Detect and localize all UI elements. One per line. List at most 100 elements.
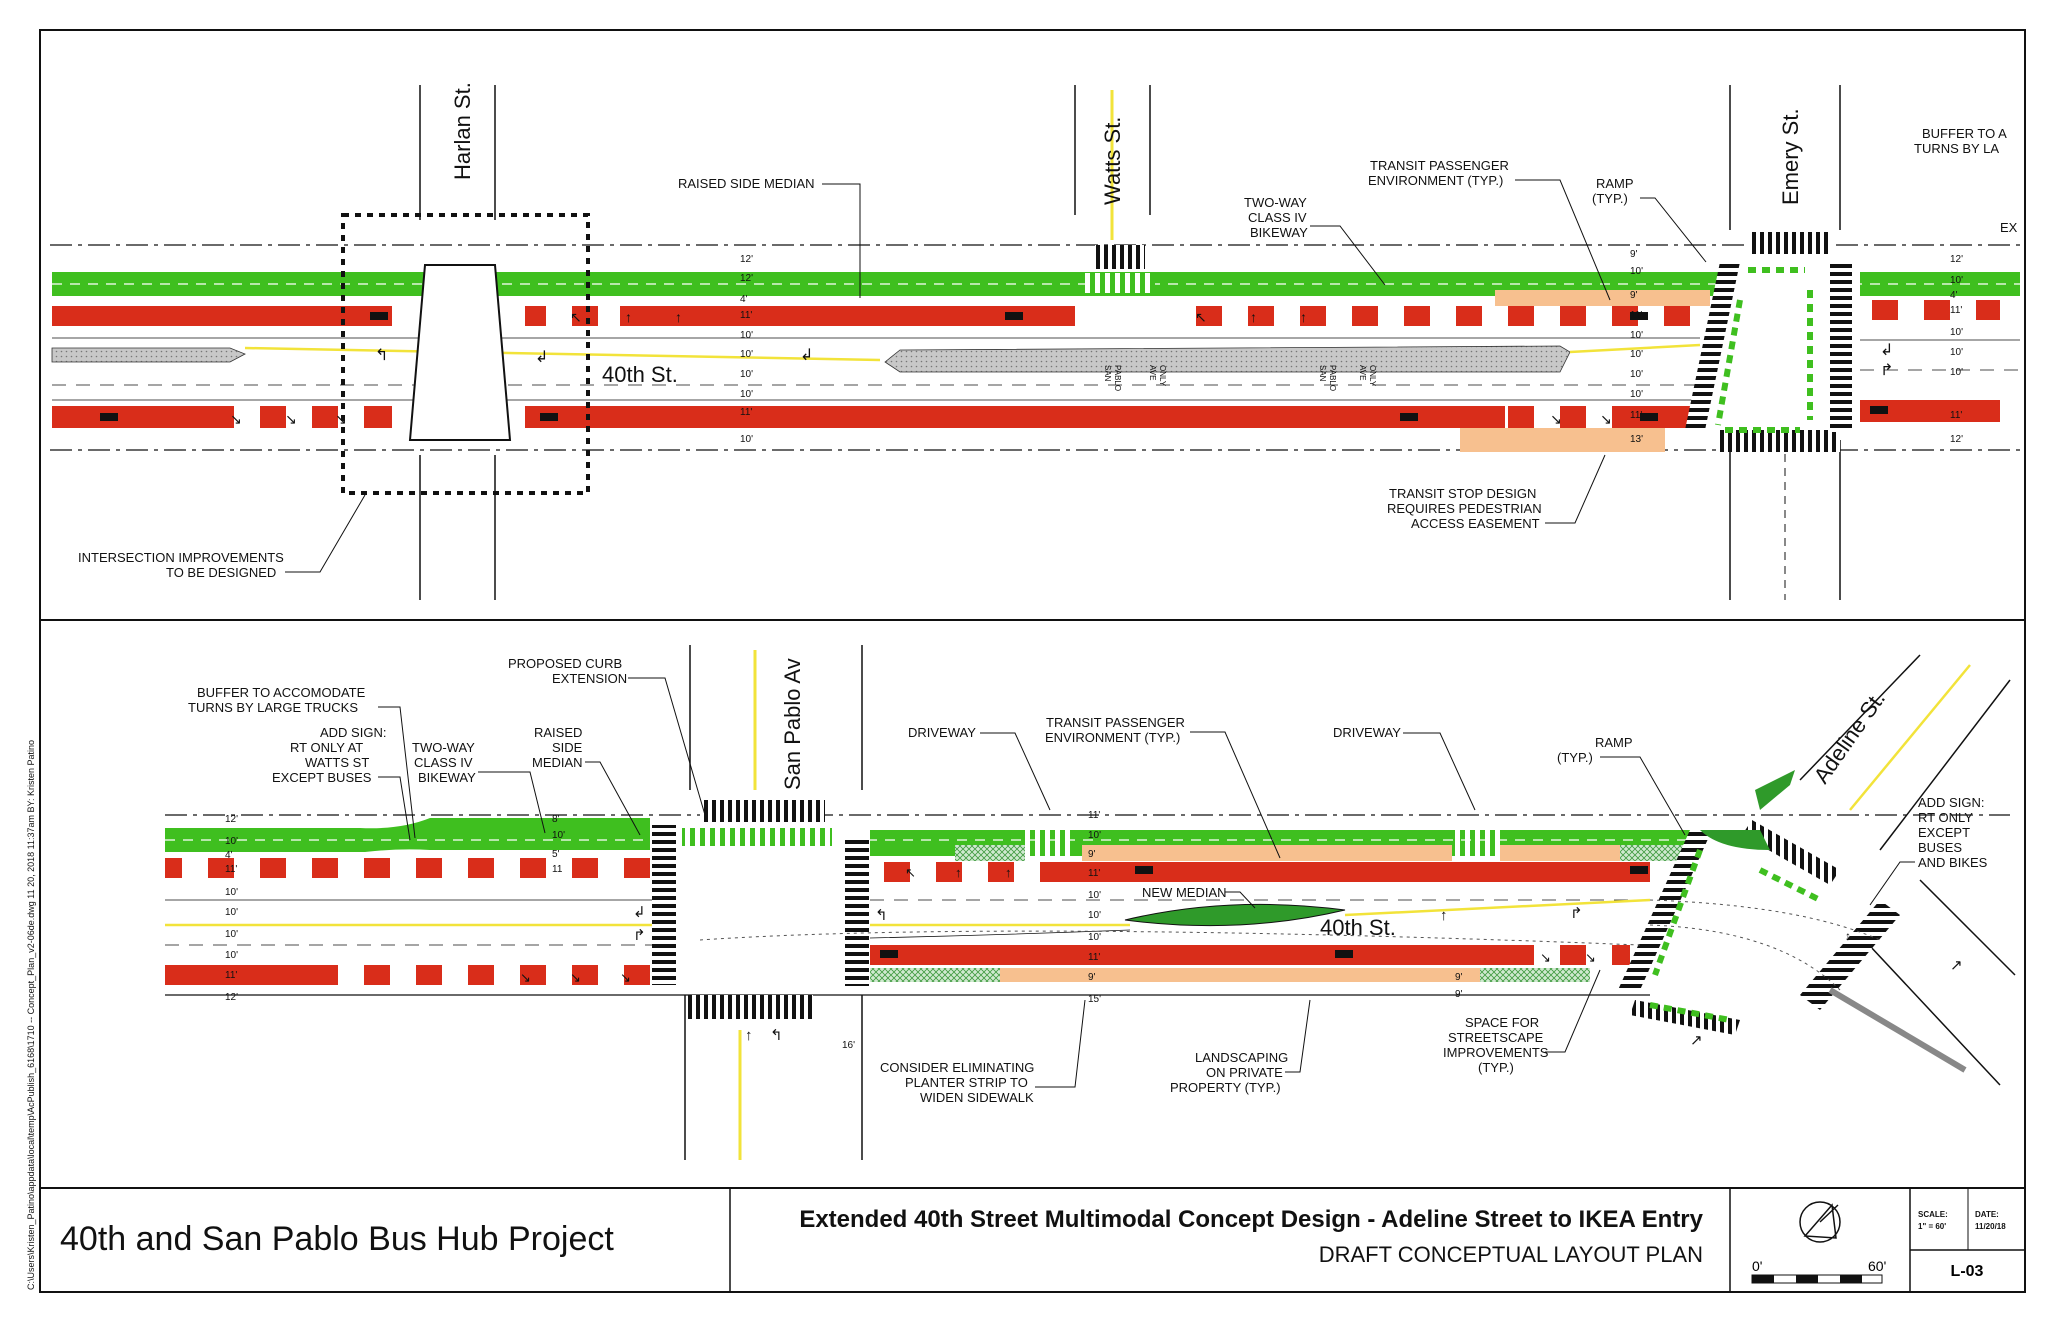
- svg-text:SAN: SAN: [1318, 365, 1327, 382]
- svg-text:↖: ↖: [905, 865, 916, 880]
- svg-text:12': 12': [740, 254, 753, 265]
- svg-text:↲: ↲: [633, 904, 646, 921]
- north-arrow-icon: [1799, 1201, 1841, 1243]
- svg-text:10': 10': [740, 434, 753, 445]
- svg-text:PLANTER STRIP TO: PLANTER STRIP TO: [905, 1075, 1028, 1090]
- callouts-top: RAISED SIDE MEDIAN TWO-WAY CLASS IV BIKE…: [78, 126, 2018, 580]
- crosswalk-sanpablo-east[interactable]: [845, 838, 869, 986]
- svg-text:12': 12': [1950, 434, 1963, 445]
- svg-text:EX: EX: [2000, 220, 2018, 235]
- bikeway-bottom-west: [165, 818, 650, 852]
- intersection-box: [341, 213, 590, 495]
- callouts-bottom: PROPOSED CURB EXTENSION BUFFER TO ACCOMO…: [188, 656, 1988, 1105]
- dims-top: 12' 12' 4' 11' 10' 10' 10' 10' 11' 10' 9…: [740, 249, 1963, 445]
- crosswalk-sanpablo-north[interactable]: [700, 800, 825, 822]
- svg-text:↘: ↘: [1540, 950, 1551, 965]
- svg-text:10': 10': [740, 330, 753, 341]
- svg-text:AVE: AVE: [1358, 365, 1367, 380]
- title-block: 40th and San Pablo Bus Hub Project Exten…: [60, 1188, 2025, 1292]
- svg-text:↲: ↲: [800, 347, 813, 364]
- crosswalk-adeline-east[interactable]: [1800, 900, 1900, 1010]
- svg-text:EXTENSION: EXTENSION: [552, 671, 627, 686]
- plan-subtitle: DRAFT CONCEPTUAL LAYOUT PLAN: [1319, 1242, 1703, 1267]
- svg-text:LANDSCAPING: LANDSCAPING: [1195, 1050, 1288, 1065]
- crosswalk-adeline-west[interactable]: [1618, 830, 1712, 990]
- svg-text:TRANSIT STOP DESIGN: TRANSIT STOP DESIGN: [1389, 486, 1536, 501]
- crosswalk-adeline-north[interactable]: [1742, 820, 1840, 885]
- svg-text:DRIVEWAY: DRIVEWAY: [1333, 725, 1401, 740]
- bus-lane-bottom-west-north: [165, 858, 655, 878]
- crosswalk-sanpablo-south[interactable]: [688, 995, 813, 1019]
- svg-text:RT ONLY: RT ONLY: [1918, 810, 1973, 825]
- svg-text:9': 9': [1630, 249, 1638, 260]
- svg-text:ACCESS EASEMENT: ACCESS EASEMENT: [1411, 516, 1540, 531]
- svg-text:BUFFER TO ACCOMODATE: BUFFER TO ACCOMODATE: [197, 685, 366, 700]
- bus-lane-top-1: [52, 306, 392, 326]
- svg-text:ONLY: ONLY: [1368, 365, 1377, 387]
- svg-text:ENVIRONMENT (TYP.): ENVIRONMENT (TYP.): [1045, 730, 1180, 745]
- bus-lane-bottom-east-south: [870, 945, 1630, 965]
- svg-text:11': 11': [1630, 310, 1642, 321]
- crosswalk-emery-east[interactable]: [1830, 262, 1852, 432]
- svg-text:NEW MEDIAN: NEW MEDIAN: [1142, 885, 1227, 900]
- svg-text:↲: ↲: [535, 349, 548, 366]
- svg-text:9': 9': [1088, 849, 1096, 860]
- callout-raised-side-median: RAISED SIDE MEDIAN: [678, 176, 815, 191]
- svg-text:↱: ↱: [1570, 905, 1583, 922]
- scale-value: 1" = 60': [1918, 1222, 1946, 1231]
- svg-text:BUFFER TO A: BUFFER TO A: [1922, 126, 2007, 141]
- svg-text:TRANSIT PASSENGER: TRANSIT PASSENGER: [1046, 715, 1185, 730]
- svg-text:4': 4': [225, 850, 233, 861]
- svg-text:ONLY: ONLY: [1158, 365, 1167, 387]
- svg-text:TWO-WAY: TWO-WAY: [412, 740, 475, 755]
- svg-text:15': 15': [1088, 994, 1101, 1005]
- median-top-west: [51, 347, 246, 363]
- svg-text:↘: ↘: [620, 970, 631, 985]
- svg-text:RAMP: RAMP: [1595, 735, 1633, 750]
- svg-text:11': 11': [225, 864, 237, 875]
- svg-text:10': 10': [1630, 266, 1643, 277]
- svg-text:↘: ↘: [570, 970, 581, 985]
- svg-text:11': 11': [225, 970, 237, 981]
- svg-text:10': 10': [1630, 389, 1643, 400]
- svg-text:10': 10': [1630, 330, 1643, 341]
- svg-text:10': 10': [1630, 349, 1643, 360]
- project-title: 40th and San Pablo Bus Hub Project: [60, 1220, 614, 1258]
- crosswalk-emery-west[interactable]: [1685, 262, 1740, 430]
- svg-text:12': 12': [225, 992, 238, 1003]
- svg-text:11': 11': [740, 407, 752, 418]
- svg-text:CLASS IV: CLASS IV: [1248, 210, 1307, 225]
- top-plan: ↰ ↲ ↲ ↲ ↱ ↖ ↑ ↑ ↖ ↑ ↑ ↘ ↘ ↘ ↘ ↘: [50, 82, 2020, 600]
- bus-lane-top-3: [1175, 306, 1720, 326]
- svg-text:(TYP.): (TYP.): [1557, 750, 1593, 765]
- svg-text:↑: ↑: [625, 309, 632, 325]
- scale-bar-icon: [1751, 1274, 1883, 1284]
- svg-text:↲: ↲: [1880, 342, 1893, 359]
- svg-text:DRIVEWAY: DRIVEWAY: [908, 725, 976, 740]
- lane-arrow-icon: ↲ ↱ ↰ ↑ ↱ ↑ ↰ ↗ ↗ ↕ ↖ ↑ ↑ ↘ ↘ ↘ ↘ ↘: [520, 865, 1963, 1049]
- transit-env-bottom-north: [1082, 845, 1452, 861]
- street-watts: Watts St.: [1100, 117, 1125, 205]
- svg-text:10': 10': [740, 369, 753, 380]
- svg-text:EXCEPT BUSES: EXCEPT BUSES: [272, 770, 372, 785]
- crosswalk-emery-north[interactable]: [1750, 232, 1830, 254]
- svg-text:SPACE FOR: SPACE FOR: [1465, 1015, 1539, 1030]
- svg-text:↑: ↑: [1440, 907, 1448, 924]
- crosswalk-sanpablo-west[interactable]: [652, 825, 676, 985]
- svg-text:10': 10': [740, 349, 753, 360]
- svg-text:ADD SIGN:: ADD SIGN:: [320, 725, 386, 740]
- svg-text:PABLO: PABLO: [1328, 365, 1337, 391]
- svg-text:12': 12': [225, 814, 238, 825]
- svg-text:EXCEPT: EXCEPT: [1918, 825, 1970, 840]
- svg-text:AND BIKES: AND BIKES: [1918, 855, 1988, 870]
- crosswalk-emery-south[interactable]: [1720, 430, 1840, 452]
- svg-text:10': 10': [1950, 327, 1963, 338]
- scale-label: SCALE:: [1918, 1210, 1948, 1219]
- svg-text:10': 10': [1088, 910, 1101, 921]
- street-harlan: Harlan St.: [450, 82, 475, 180]
- crosswalk-adeline-south[interactable]: [1630, 1000, 1740, 1035]
- svg-text:10': 10': [740, 389, 753, 400]
- svg-text:10': 10': [1088, 890, 1101, 901]
- svg-text:(TYP.): (TYP.): [1592, 191, 1628, 206]
- svg-text:SAN: SAN: [1103, 365, 1112, 382]
